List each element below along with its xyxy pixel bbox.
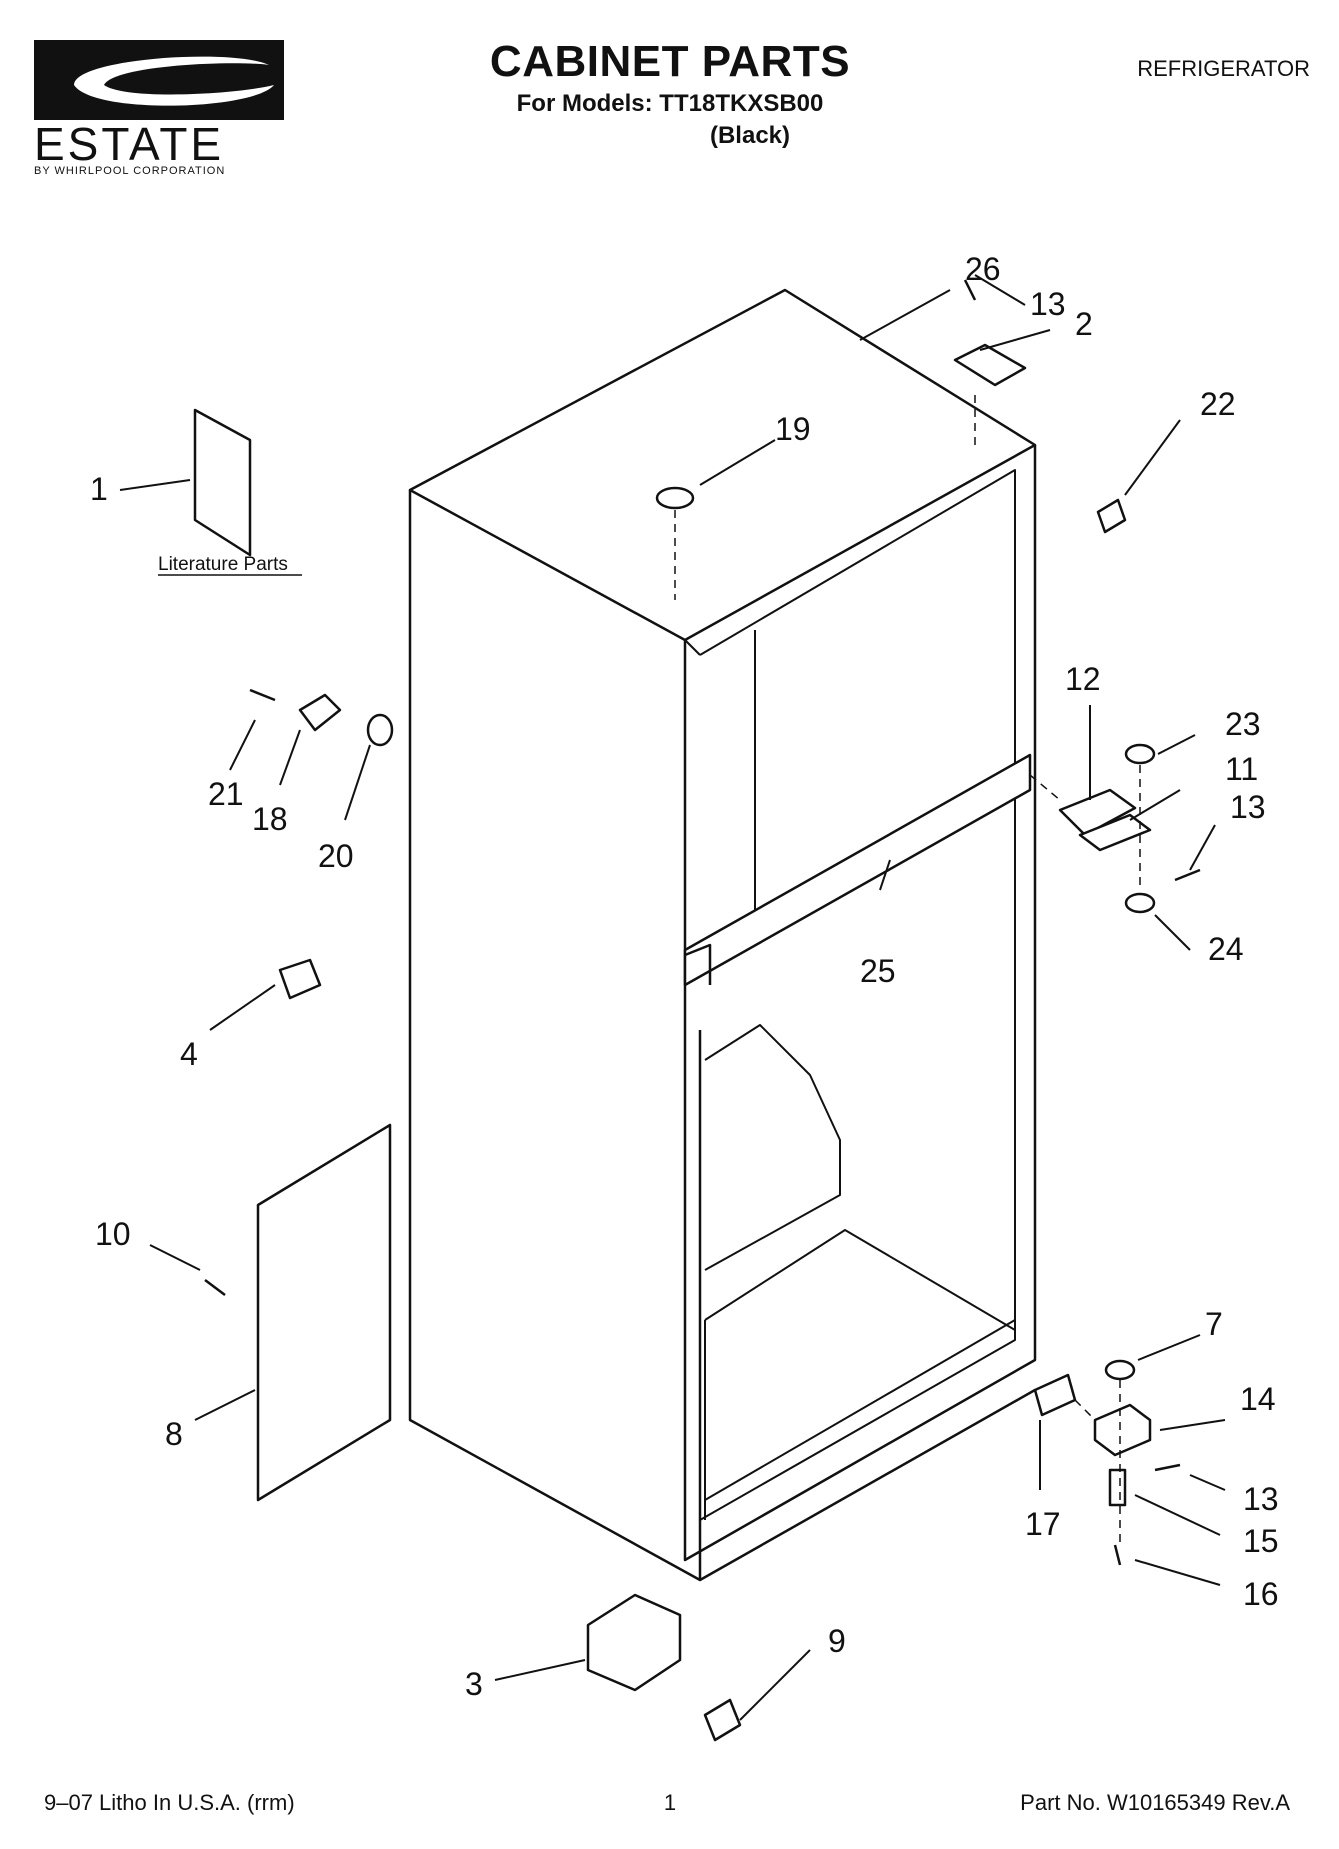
callout-4: 4	[180, 1036, 198, 1072]
screw-16	[1113, 1544, 1122, 1566]
callout-19: 19	[775, 411, 811, 447]
screw-13b	[1174, 868, 1201, 882]
part-number: Part No. W10165349 Rev.A	[1020, 1790, 1290, 1815]
leveler-spring	[703, 1698, 742, 1742]
hinge-cover	[1096, 498, 1127, 534]
estate-logo: ESTATE BY WHIRLPOOL CORPORATION	[34, 40, 284, 175]
callout-14: 14	[1240, 1381, 1276, 1417]
print-info: 9–07 Litho In U.S.A. (rrm)	[44, 1790, 295, 1815]
model-number: For Models: TT18TKXSB00	[516, 90, 824, 117]
cabinet-shell	[408, 288, 1037, 1582]
callout-10: 10	[95, 1216, 131, 1252]
hinge-pin	[1108, 1468, 1127, 1507]
brand-name: ESTATE	[34, 118, 224, 170]
bottom-hinge	[1093, 1403, 1152, 1457]
callout-1: 1	[90, 471, 108, 507]
callout-3: 3	[465, 1666, 483, 1702]
washer-24	[1124, 892, 1156, 914]
toe-grille	[256, 1123, 392, 1502]
callout-13-center: 13	[1230, 789, 1266, 825]
roller-wheel	[366, 713, 394, 747]
callout-9: 9	[828, 1623, 846, 1659]
leveling-leg	[586, 1593, 682, 1692]
hole-plug	[655, 486, 695, 510]
callout-8: 8	[165, 1416, 183, 1452]
callout-24: 24	[1208, 931, 1244, 967]
callout-11: 11	[1225, 751, 1258, 787]
divider-bar	[683, 753, 1032, 987]
model-color: (Black)	[709, 122, 791, 149]
brand-subtitle: BY WHIRLPOOL CORPORATION	[34, 165, 225, 175]
callout-13-top: 13	[1030, 286, 1066, 322]
callout-22: 22	[1200, 386, 1236, 422]
clip	[278, 958, 322, 1000]
callout-2: 2	[1075, 306, 1093, 342]
callout-23: 23	[1225, 706, 1261, 742]
roller-bracket	[298, 693, 342, 732]
leader-lines	[119, 274, 1226, 1721]
literature-book	[193, 408, 252, 557]
center-hinge	[1058, 788, 1137, 837]
callout-16: 16	[1243, 1576, 1279, 1612]
callout-18: 18	[252, 801, 288, 837]
callout-20: 20	[318, 838, 354, 874]
top-hinge	[953, 343, 1027, 387]
callout-13-bottom: 13	[1243, 1481, 1279, 1517]
literature-parts-label: Literature Parts	[158, 554, 288, 575]
page-title: CABINET PARTS	[489, 37, 851, 86]
screw-10	[204, 1279, 226, 1296]
callout-25: 25	[860, 953, 896, 989]
product-type: REFRIGERATOR	[1137, 56, 1310, 81]
callout-17: 17	[1025, 1506, 1061, 1542]
page-number: 1	[663, 1790, 677, 1815]
washer-23	[1124, 743, 1156, 765]
screw-21	[249, 688, 276, 702]
callout-7: 7	[1205, 1306, 1223, 1342]
washer-7	[1104, 1359, 1136, 1381]
callout-26: 26	[965, 251, 1001, 287]
screw-13c	[1154, 1463, 1181, 1472]
screw-13a	[963, 279, 977, 301]
hinge-shim	[1033, 1373, 1077, 1417]
callout-21: 21	[208, 776, 244, 812]
callout-12: 12	[1065, 661, 1101, 697]
callout-15: 15	[1243, 1523, 1279, 1559]
